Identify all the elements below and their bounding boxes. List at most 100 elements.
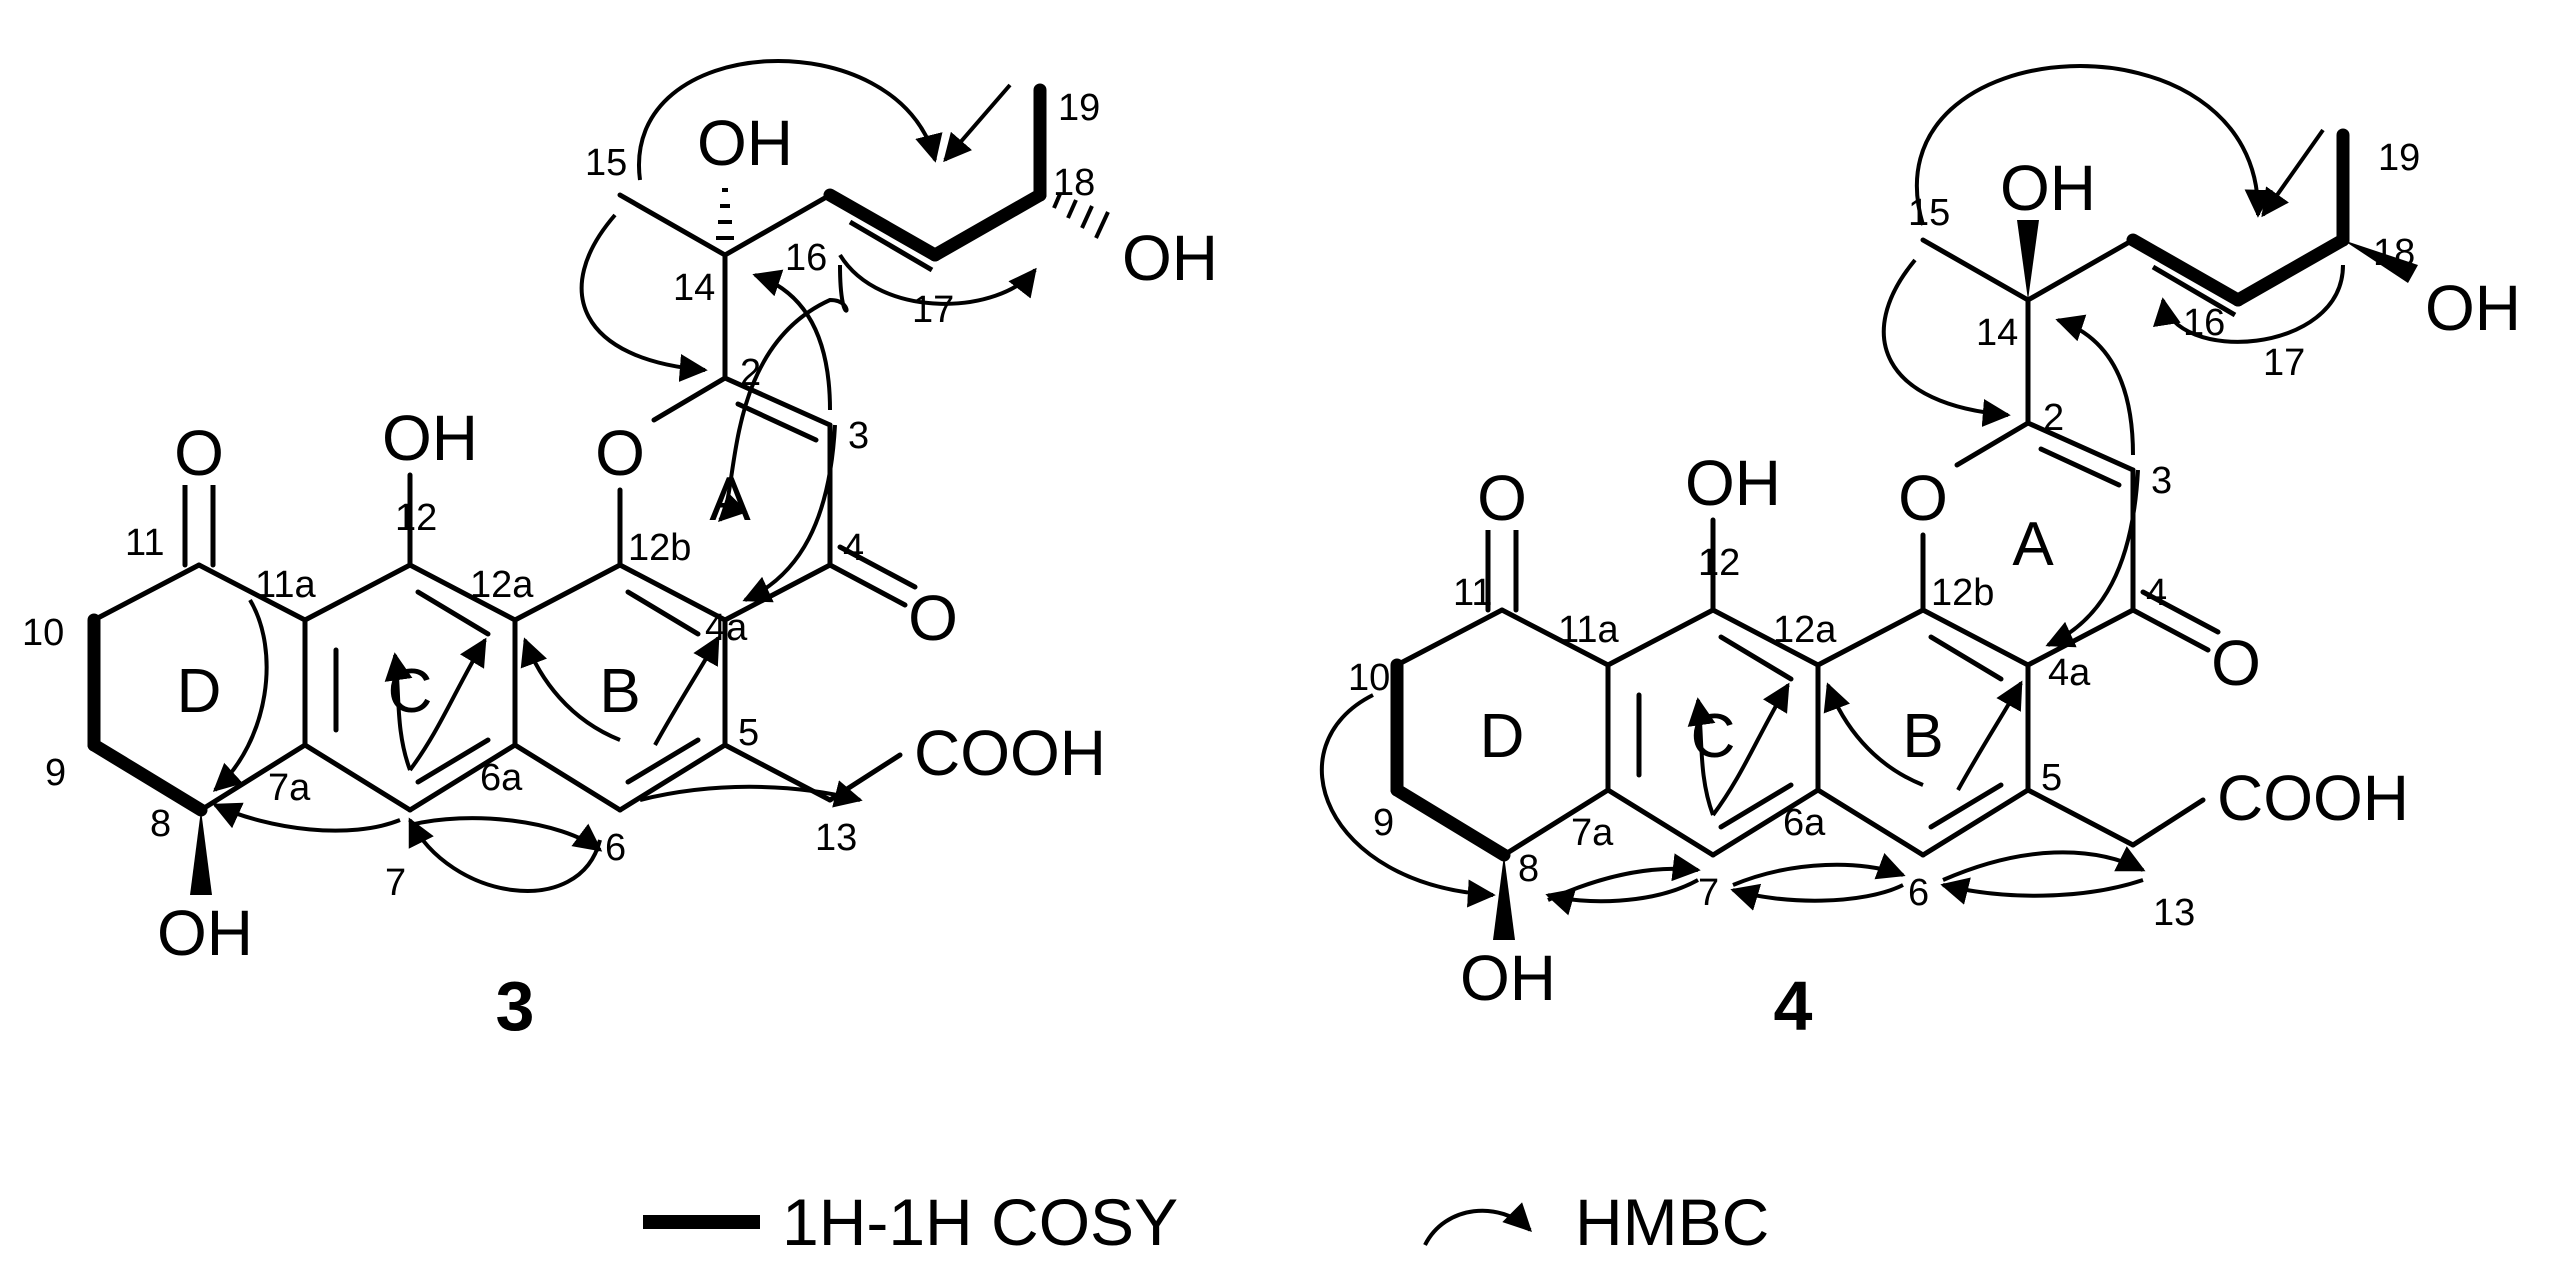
num-3: 3 — [2151, 460, 2172, 502]
num-6: 6 — [1908, 872, 1929, 914]
legend: 1H-1H COSY HMBC — [643, 1185, 1769, 1259]
num-18: 18 — [1053, 162, 1095, 204]
hydroxyl-c14: OH — [2000, 152, 2096, 224]
wedge-bond-c8 — [190, 810, 212, 895]
num-17: 17 — [2263, 342, 2305, 384]
atom-numbers: 2 3 4 4a 5 6 6a 7 7a 8 9 10 11 11a 12 12… — [22, 87, 1100, 904]
num-12b: 12b — [1931, 572, 1994, 614]
num-10: 10 — [1348, 657, 1390, 699]
compound-label-4: 4 — [1774, 967, 1813, 1045]
num-2: 2 — [2043, 397, 2064, 439]
num-13: 13 — [2153, 892, 2195, 934]
num-12a: 12a — [1773, 609, 1837, 651]
hmbc-arrows — [212, 59, 1037, 893]
num-18: 18 — [2373, 232, 2415, 274]
ring-d-label: D — [1480, 702, 1525, 771]
num-6: 6 — [605, 827, 626, 869]
oxygen-c4: O — [2211, 627, 2261, 699]
num-5: 5 — [2041, 757, 2062, 799]
num-4a: 4a — [2048, 652, 2091, 694]
num-6a: 6a — [480, 757, 523, 799]
cosy-legend-label: 1H-1H COSY — [782, 1185, 1178, 1259]
bonds — [91, 192, 918, 813]
num-14: 14 — [673, 267, 715, 309]
num-10: 10 — [22, 612, 64, 654]
num-11a: 11a — [1558, 609, 1619, 651]
hydroxyl-c14: OH — [697, 107, 793, 179]
num-11a: 11a — [255, 564, 316, 606]
carboxyl-group: COOH — [2217, 762, 2409, 834]
num-7a: 7a — [268, 767, 311, 809]
num-16: 16 — [2183, 302, 2225, 344]
wedge-bond-c14 — [2017, 220, 2039, 300]
num-19: 19 — [2378, 137, 2420, 179]
hash-bond-c14 — [716, 188, 734, 240]
ring-c-label: C — [1691, 702, 1736, 771]
num-16: 16 — [785, 237, 827, 279]
num-8: 8 — [150, 803, 171, 845]
num-12b: 12b — [628, 527, 691, 569]
hydroxyl-c18: OH — [2425, 272, 2521, 344]
compound-3-structure: O OH O O OH OH OH COOH A B C D 2 3 4 4a … — [22, 59, 1218, 1045]
cosy-bonds — [87, 83, 1047, 817]
num-3: 3 — [848, 415, 869, 457]
num-7: 7 — [1698, 872, 1719, 914]
hmbc-arrows — [1319, 64, 2345, 916]
ring-a-label: A — [2012, 510, 2054, 579]
num-15: 15 — [585, 142, 627, 184]
bonds — [1394, 237, 2221, 858]
ring-d-label: D — [177, 657, 222, 726]
ring-labels: A B C D — [1480, 510, 2055, 771]
ring-c-label: C — [388, 657, 433, 726]
num-2: 2 — [740, 352, 761, 394]
num-12: 12 — [395, 497, 437, 539]
ring-labels: A B C D — [177, 465, 752, 726]
hydroxyl-c8: OH — [157, 897, 253, 969]
oxygen-c11: O — [174, 417, 224, 489]
alkene-second-line — [848, 219, 934, 273]
ring-oxygen-o1: O — [1898, 462, 1948, 534]
num-11: 11 — [1453, 572, 1492, 614]
num-6a: 6a — [1783, 802, 1826, 844]
ring-oxygen-o1: O — [595, 417, 645, 489]
ring-b-label: B — [599, 657, 640, 726]
oxygen-c4: O — [908, 582, 958, 654]
num-14: 14 — [1976, 312, 2018, 354]
num-12: 12 — [1698, 542, 1740, 584]
num-9: 9 — [1373, 802, 1394, 844]
hmbc-legend-label: HMBC — [1575, 1185, 1769, 1259]
num-7a: 7a — [1571, 812, 1614, 854]
carboxyl-group: COOH — [914, 717, 1106, 789]
hydroxyl-c18: OH — [1122, 222, 1218, 294]
num-4: 4 — [843, 527, 864, 569]
num-8: 8 — [1518, 848, 1539, 890]
ring-b-label: B — [1902, 702, 1943, 771]
wedge-bond-c18 — [2343, 240, 2418, 283]
oxygen-c11: O — [1477, 462, 1527, 534]
num-11: 11 — [125, 522, 164, 564]
cosy-bonds — [1390, 128, 2350, 862]
hydroxyl-c12: OH — [382, 402, 478, 474]
alkene-second-line — [2151, 264, 2237, 318]
num-15: 15 — [1908, 192, 1950, 234]
atom-labels: O OH O O OH OH OH COOH — [1460, 152, 2521, 1014]
hydroxyl-c12: OH — [1685, 447, 1781, 519]
atom-labels: O OH O O OH OH OH COOH — [157, 107, 1218, 969]
num-7: 7 — [385, 862, 406, 904]
num-9: 9 — [45, 752, 66, 794]
atom-numbers: 2 3 4 4a 5 6 6a 7 7a 8 9 10 11 11a 12 12… — [1348, 137, 2420, 934]
hydroxyl-c8: OH — [1460, 942, 1556, 1014]
num-4a: 4a — [705, 607, 748, 649]
num-4: 4 — [2146, 572, 2167, 614]
hmbc-legend-arrow-icon — [1423, 1202, 1532, 1246]
num-19: 19 — [1058, 87, 1100, 129]
num-17: 17 — [912, 289, 954, 331]
num-13: 13 — [815, 817, 857, 859]
num-5: 5 — [738, 712, 759, 754]
num-12a: 12a — [470, 564, 534, 606]
compound-4-structure: O OH O O OH OH OH COOH A B C D 2 3 4 4a … — [1319, 64, 2521, 1045]
ring-a-label: A — [709, 465, 751, 534]
wedge-bond-c8 — [1493, 855, 1515, 940]
hash-bond-c18 — [1052, 193, 1110, 239]
